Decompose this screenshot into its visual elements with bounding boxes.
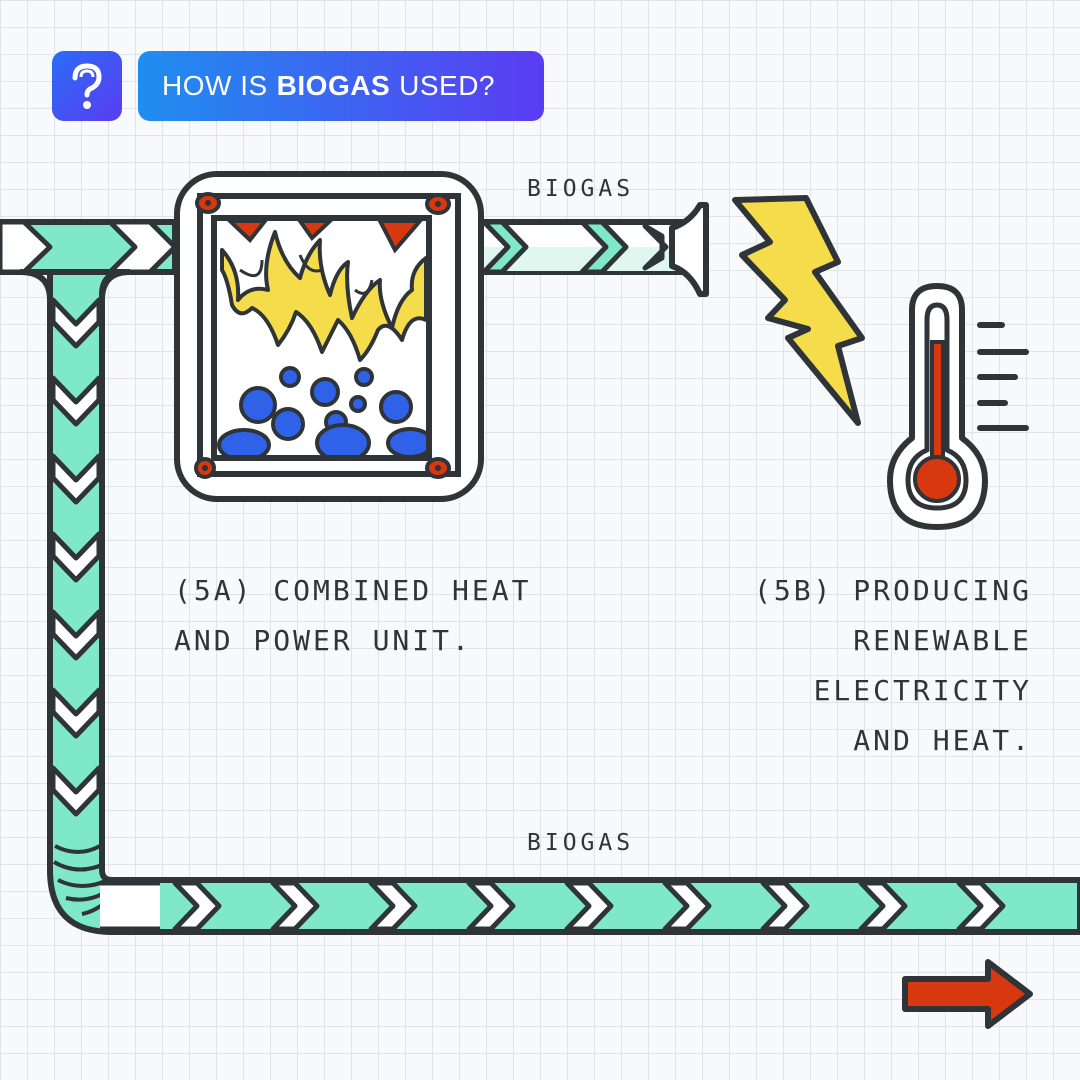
pipe-chevron [564,880,614,932]
question-mark-bulb-icon [72,63,102,109]
bottom-pipe-label: BIOGAS [527,830,635,856]
vertical-pipe-chevrons [50,297,102,817]
pipe-chevron [270,880,320,932]
vertical-pipe [19,269,1080,935]
title-suffix: USED? [399,70,496,101]
title-emphasis: BIOGAS [276,70,391,101]
page-title: HOW IS BIOGAS USED? [138,51,544,121]
pipe-chevron [50,765,102,817]
pipe-chevron [50,375,102,427]
pipe-chevron [368,880,418,932]
pipe-chevron [858,880,908,932]
lightning-bolt-icon [732,195,865,426]
caption-5b: (5B) PRODUCING RENEWABLE ELECTRICITY AND… [753,574,1032,757]
top-pipe-right [467,202,709,297]
flame-icon [220,230,426,362]
pipe-chevron [50,609,102,661]
title-prefix: HOW IS [162,70,268,101]
bubbles [217,366,426,455]
pipe-chevron [760,880,810,932]
caption-5a: (5A) COMBINED HEAT AND POWER UNIT. [174,574,532,657]
pipe-chevron [172,880,222,932]
next-arrow-icon[interactable] [902,959,1033,1029]
bottom-pipe-chevrons [172,880,1006,932]
pipe-chevron [50,531,102,583]
pipe-chevron [662,880,712,932]
thermometer-icon [887,283,1029,530]
pipe-chevron [50,687,102,739]
pipe-chevron [50,297,102,349]
top-pipe-left [0,219,178,275]
top-pipe-label: BIOGAS [527,176,635,202]
pipe-chevron [956,880,1006,932]
question-icon-badge [52,51,122,121]
combined-heat-power-unit-icon [174,171,484,502]
pipe-chevron [466,880,516,932]
pipe-chevron [50,453,102,505]
